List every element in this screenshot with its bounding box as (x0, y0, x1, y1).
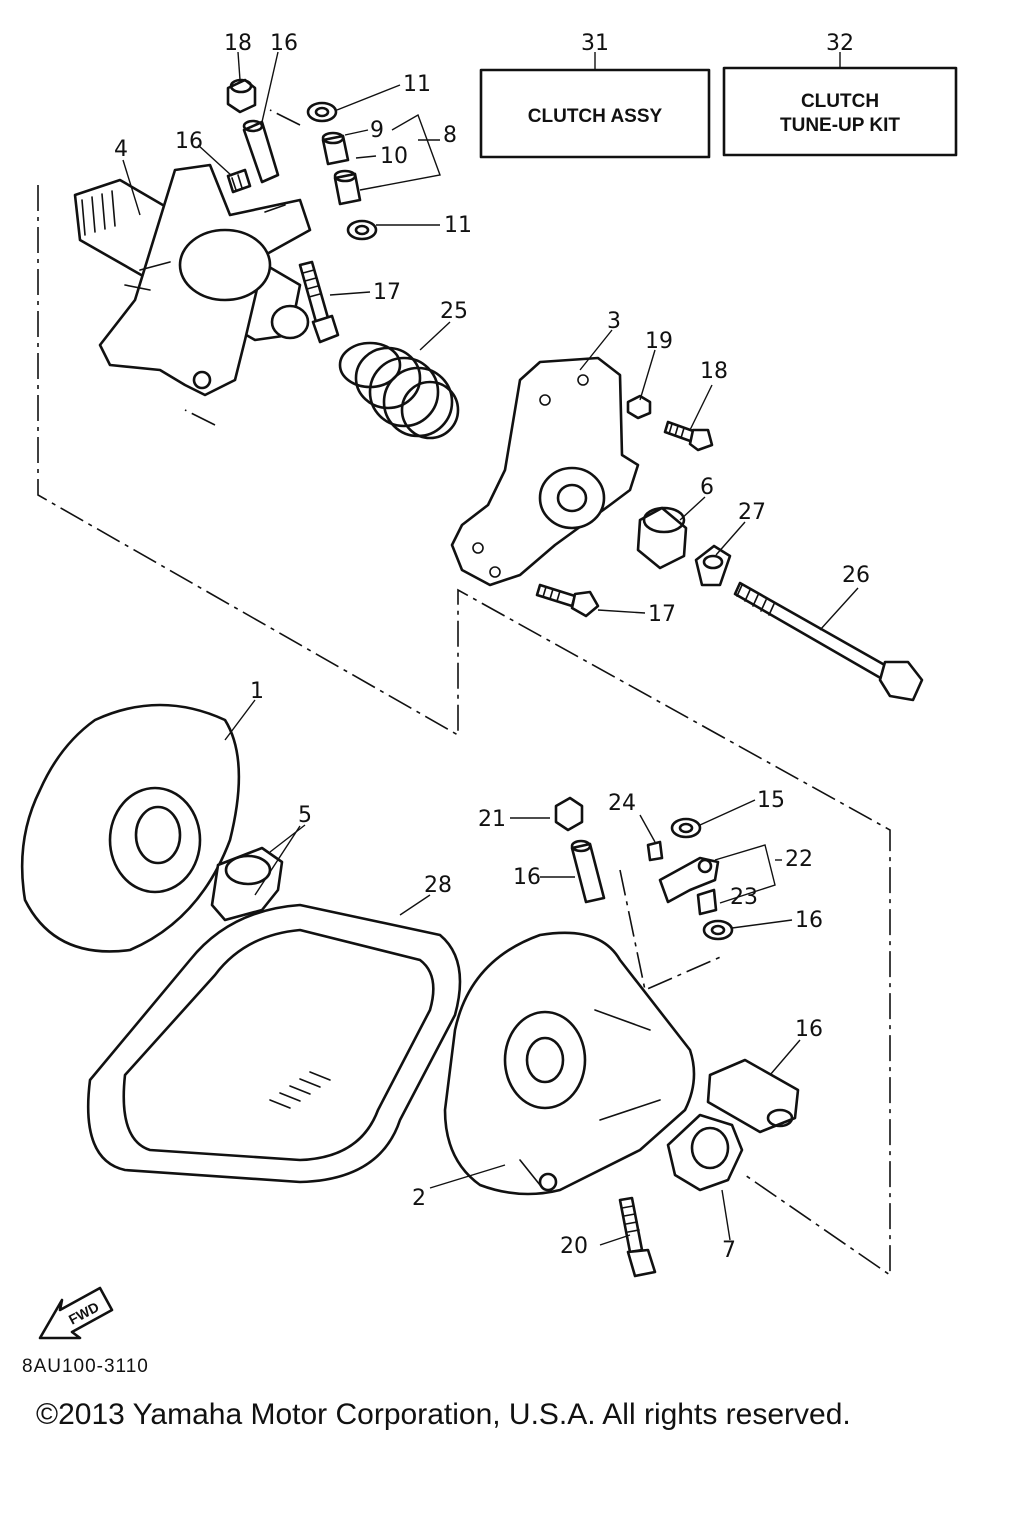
part-20-bolt[interactable] (663, 420, 714, 452)
drawing-number: 8AU100-3110 (22, 1356, 149, 1377)
part-4-spider-assembly[interactable] (73, 163, 312, 397)
callout-8: 8 (443, 123, 457, 148)
callout-11-lower: 11 (444, 213, 472, 238)
callout-7: 7 (722, 1238, 736, 1263)
part-27-spring[interactable] (338, 341, 460, 440)
callout-14: 17 (373, 280, 401, 305)
callout-16-lower: 16 (795, 908, 823, 933)
part-10-bushing[interactable] (333, 169, 362, 206)
part-6-roller[interactable] (636, 506, 688, 570)
callout-32: 32 (826, 31, 854, 56)
part-18-bushing[interactable] (706, 1058, 800, 1134)
part-5-weight[interactable] (210, 846, 284, 922)
callout-18: 16 (795, 1017, 823, 1042)
callout-27: 25 (440, 299, 468, 324)
callout-1: 1 (250, 679, 264, 704)
kit-box-tune-up-line-2: TUNE-UP KIT (780, 115, 900, 136)
callout-4: 4 (114, 137, 128, 162)
callout-16-upper: 15 (757, 788, 785, 813)
part-15-nut[interactable] (226, 78, 257, 114)
kit-box-clutch-tune-up-kit[interactable]: CLUTCH TUNE-UP KIT 32 (722, 31, 958, 157)
callout-11-upper: 11 (403, 72, 431, 97)
callout-10: 10 (380, 144, 408, 169)
part-12-pin[interactable] (242, 119, 280, 184)
callout-13: 16 (175, 129, 203, 154)
callout-22: 20 (560, 1234, 588, 1259)
callout-2: 2 (412, 1186, 426, 1211)
part-16-washer-lower[interactable] (702, 919, 734, 941)
callout-17: 16 (513, 865, 541, 890)
callout-19: 17 (648, 602, 676, 627)
part-9-roller[interactable] (321, 131, 350, 166)
part-2-movable-sheave[interactable] (443, 931, 696, 1196)
part-19-bolt[interactable] (535, 583, 600, 618)
callout-31: 31 (581, 31, 609, 56)
kit-box-clutch-assy[interactable]: CLUTCH ASSY 31 (479, 31, 711, 159)
callout-25: 23 (730, 885, 758, 910)
part-25-bushing[interactable] (696, 888, 718, 916)
callout-20: 18 (700, 359, 728, 384)
part-3-cover[interactable] (450, 356, 640, 587)
callout-6: 6 (700, 475, 714, 500)
forward-direction-arrow: FWD (38, 1286, 114, 1340)
callout-3: 3 (607, 309, 621, 334)
part-26-screw[interactable] (646, 840, 664, 862)
kit-box-tune-up-line-1: CLUTCH (801, 91, 879, 112)
part-17-pin[interactable] (570, 839, 606, 904)
part-11-washer-lower[interactable] (346, 219, 378, 241)
callout-12: 16 (270, 31, 298, 56)
copyright-notice: ©2013 Yamaha Motor Corporation, U.S.A. A… (36, 1398, 851, 1431)
part-30-drive-belt[interactable] (86, 903, 462, 1184)
part-7-roller[interactable] (666, 1113, 744, 1192)
assembly-outline (37, 109, 891, 1277)
part-14-bolt[interactable] (298, 260, 340, 344)
callout-15: 18 (224, 31, 252, 56)
part-29-collar[interactable] (694, 544, 732, 587)
callout-9: 9 (370, 118, 384, 143)
part-22-bolt[interactable] (618, 1196, 657, 1278)
callout-24: 22 (785, 847, 813, 872)
callout-labels: 4 18 16 16 11 9 10 8 11 17 25 3 19 18 6 … (114, 31, 870, 1263)
callout-5: 5 (298, 803, 312, 828)
callout-28: 26 (842, 563, 870, 588)
part-16-washer-upper[interactable] (670, 817, 702, 839)
leader-lines (122, 51, 859, 1246)
callout-23: 21 (478, 807, 506, 832)
callout-29: 27 (738, 500, 766, 525)
part-1-fixed-sheave[interactable] (20, 703, 241, 953)
part-11-washer-upper[interactable] (306, 101, 338, 123)
part-21-nut[interactable] (626, 394, 652, 420)
part-23-nut[interactable] (554, 796, 584, 832)
callout-30: 28 (424, 873, 452, 898)
callout-21: 19 (645, 329, 673, 354)
part-24-arm[interactable] (658, 856, 720, 904)
kit-box-clutch-assy-label: CLUTCH ASSY (528, 106, 663, 127)
part-13-set-screw[interactable] (226, 168, 252, 194)
part-28-long-bolt[interactable] (733, 581, 924, 702)
callout-26: 24 (608, 791, 636, 816)
